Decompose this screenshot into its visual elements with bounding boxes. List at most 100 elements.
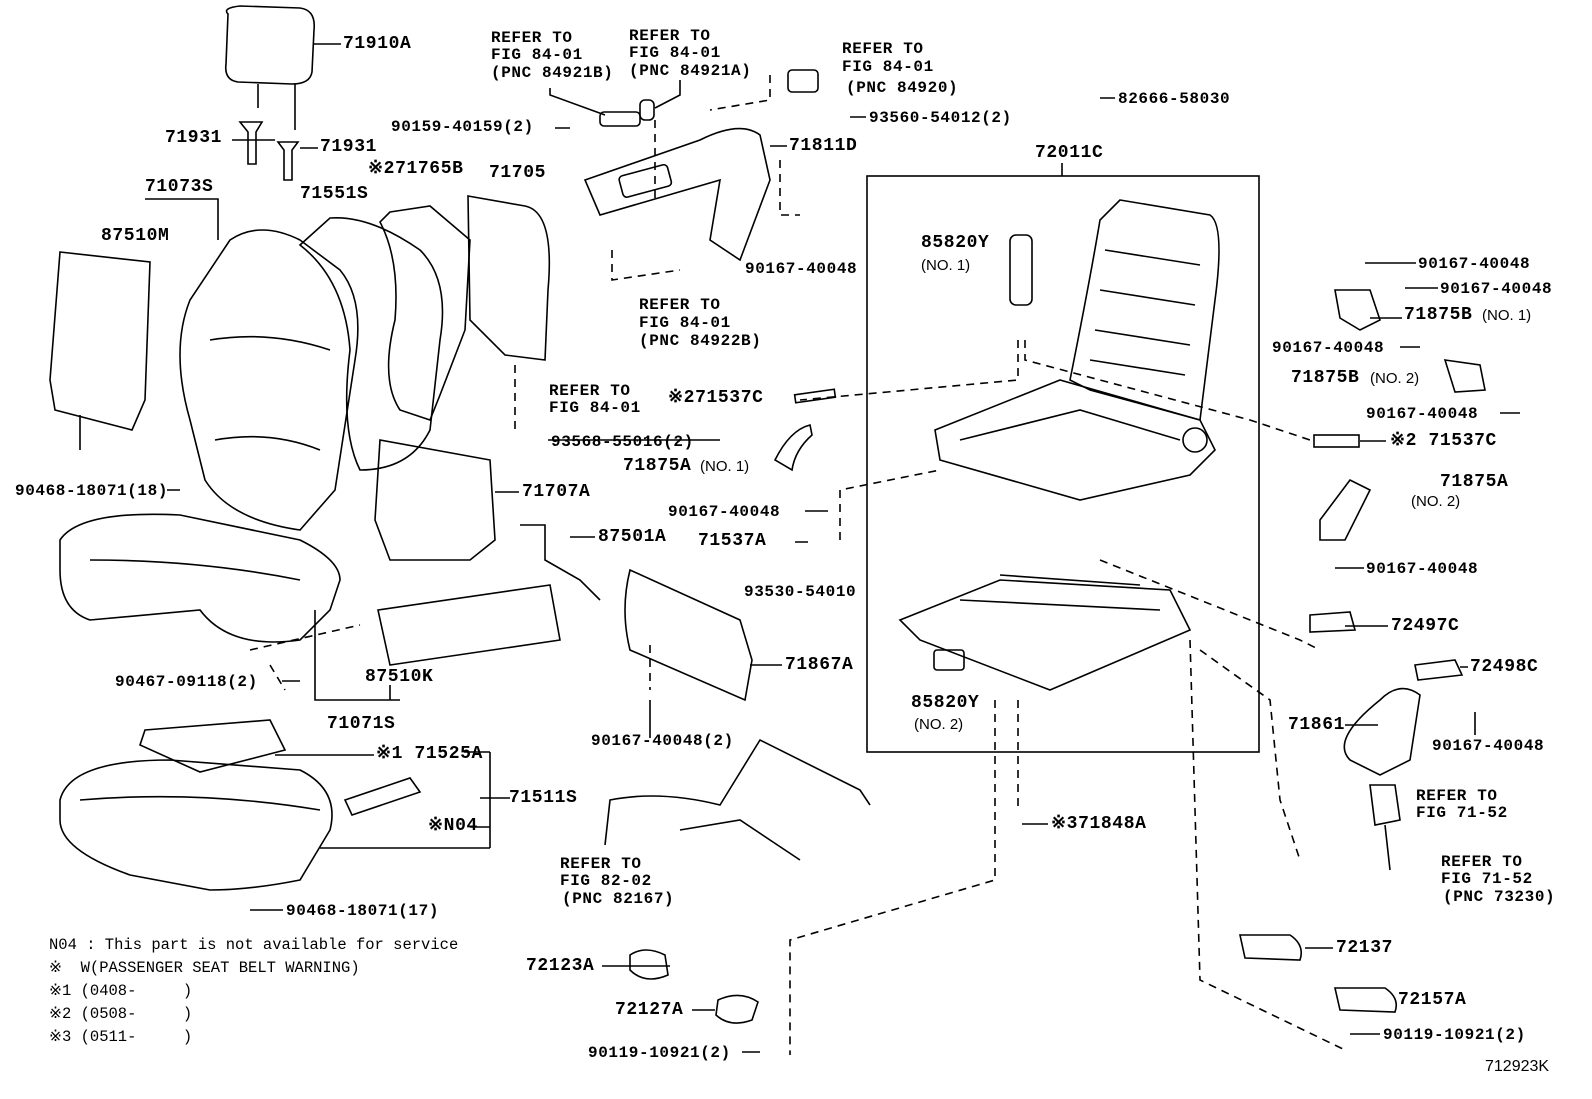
label-82666-58030: 82666-58030 (1118, 90, 1231, 108)
label-71931-right: 71931 (320, 137, 378, 157)
note-2: ※2 (0508- ) (49, 1005, 193, 1023)
sensor-n04-drawing (343, 777, 422, 816)
label-71931-left: 71931 (165, 128, 223, 148)
label-90167-40048-b: 90167-40048 (1418, 255, 1531, 273)
label-71537C-right: ※2 71537C (1390, 431, 1497, 451)
cover-72137-drawing (1239, 934, 1303, 961)
cover-72498c-drawing (1414, 659, 1464, 681)
cover-71875b-1-drawing (1334, 289, 1381, 331)
label-71707A: 71707A (522, 482, 591, 502)
headrest-drawing (224, 5, 341, 181)
ref-84921b-line1: REFER TO (491, 29, 573, 47)
seat-back-cover-drawing (179, 229, 359, 531)
seat-track-drawing (898, 574, 1192, 691)
ref-84922b-line2: FIG 84-01 (639, 314, 731, 332)
ref-7152-line1: REFER TO (1416, 787, 1498, 805)
label-N04: ※N04 (428, 816, 478, 836)
shield-71811d-drawing (583, 127, 771, 262)
ref-84920-line2: FIG 84-01 (842, 58, 934, 76)
cover-71875a-2-drawing (1319, 478, 1372, 541)
note-w: ※ W(PASSENGER SEAT BELT WARNING) (49, 959, 360, 977)
ref-84922b-line3: (PNC 84922B) (639, 332, 762, 350)
label-71875B-1: 71875B (1404, 305, 1473, 325)
motor-no2-drawing (933, 649, 965, 671)
label-87510M: 87510M (101, 226, 170, 246)
label-71875A-1: 71875A (623, 456, 692, 476)
wire-71537c-l-drawing (793, 388, 837, 404)
label-90468-18071-18: 90468-18071(18) (15, 482, 169, 500)
cover-71875b-2-drawing (1443, 359, 1486, 393)
label-85820Y-2: 85820Y (911, 693, 980, 713)
cover-71875a-1-drawing (773, 424, 813, 472)
ref-84921a-line2: FIG 84-01 (629, 44, 721, 62)
label-90159-40159: 90159-40159(2) (391, 118, 534, 136)
seat-cushion-cover-drawing (59, 513, 341, 643)
ref-73230-line1: REFER TO (1441, 853, 1523, 871)
label-71875B-2-no: (NO. 2) (1370, 370, 1420, 387)
ref-7152-line2: FIG 71-52 (1416, 804, 1508, 822)
label-72011C: 72011C (1035, 143, 1104, 163)
label-71073S: 71073S (145, 177, 214, 197)
label-71910A: 71910A (343, 34, 412, 54)
label-90119-10921-left: 90119-10921(2) (588, 1044, 731, 1062)
ref-84921b-line3: (PNC 84921B) (491, 64, 614, 82)
ref-84921b-line2: FIG 84-01 (491, 46, 583, 64)
board-71707a-drawing (374, 439, 496, 561)
heater-87510k-drawing (377, 584, 561, 666)
label-90167-40048-2: 90167-40048(2) (591, 732, 734, 750)
board-71705-drawing (467, 195, 551, 361)
cover-72157a-drawing (1333, 987, 1398, 1013)
ref-84922b-line1: REFER TO (639, 296, 721, 314)
heater-87510m-drawing (49, 251, 151, 431)
label-71875A-2: 71875A (1440, 472, 1509, 492)
label-90167-40048-a: 90167-40048 (745, 260, 858, 278)
label-71537A: 71537A (698, 531, 767, 551)
label-85820Y-1: 85820Y (921, 233, 990, 253)
seat-cushion-pad-drawing (59, 759, 333, 891)
ref-84921a-line1: REFER TO (629, 27, 711, 45)
heater-87501a-drawing (520, 524, 601, 601)
label-71537C-left: ※271537C (668, 388, 764, 408)
notes-block: N04 : This part is not available for ser… (49, 934, 458, 1049)
frame-assembly-box (866, 175, 1260, 753)
label-71551S: 71551S (300, 184, 369, 204)
label-90167-40048-h: 90167-40048 (1432, 737, 1545, 755)
cover-71861-drawing (1343, 687, 1421, 776)
label-71867A: 71867A (785, 655, 854, 675)
note-3: ※3 (0511- ) (49, 1028, 193, 1046)
label-90167-40048-e: 90167-40048 (1366, 405, 1479, 423)
cover-72123a-drawing (629, 949, 669, 980)
label-71875A-1-no: (NO. 1) (700, 458, 750, 475)
switch-drawing (618, 163, 673, 198)
label-90467-09118: 90467-09118(2) (115, 673, 258, 691)
seat-back-pad-drawing (298, 216, 444, 471)
label-90167-40048-f: 90167-40048 (668, 503, 781, 521)
motor-no1-drawing (1009, 234, 1033, 306)
label-93568-55016: 93568-55016(2) (551, 433, 694, 451)
label-71861: 71861 (1288, 715, 1346, 735)
label-72123A: 72123A (526, 956, 595, 976)
shield-71867a-drawing (624, 568, 753, 702)
label-90468-18071-17: 90468-18071(17) (286, 902, 440, 920)
label-72157A: 72157A (1398, 990, 1467, 1010)
label-85820Y-1-no: (NO. 1) (921, 257, 971, 274)
label-71848A: ※371848A (1051, 814, 1147, 834)
ref-73230-line3: (PNC 73230) (1443, 888, 1556, 906)
note-n04: N04 : This part is not available for ser… (49, 936, 459, 954)
seat-belt-buckle-drawing (1369, 784, 1401, 871)
ref-84920-line3: (PNC 84920) (846, 79, 959, 97)
ref-82167-line2: FIG 82-02 (560, 872, 652, 890)
ref-84921a-line3: (PNC 84921A) (629, 62, 752, 80)
label-93530-54010: 93530-54010 (744, 583, 857, 601)
label-85820Y-2-no: (NO. 2) (914, 716, 964, 733)
ref-73230-line2: FIG 71-52 (1441, 870, 1533, 888)
ref-82167-line1: REFER TO (560, 855, 642, 873)
label-93560-54012: 93560-54012(2) (869, 109, 1012, 127)
label-87510K: 87510K (365, 667, 434, 687)
label-72497C: 72497C (1391, 616, 1460, 636)
figure-id: 712923K (1485, 1058, 1550, 1075)
label-71875B-2: 71875B (1291, 368, 1360, 388)
ref-84-line2: FIG 84-01 (549, 399, 641, 417)
